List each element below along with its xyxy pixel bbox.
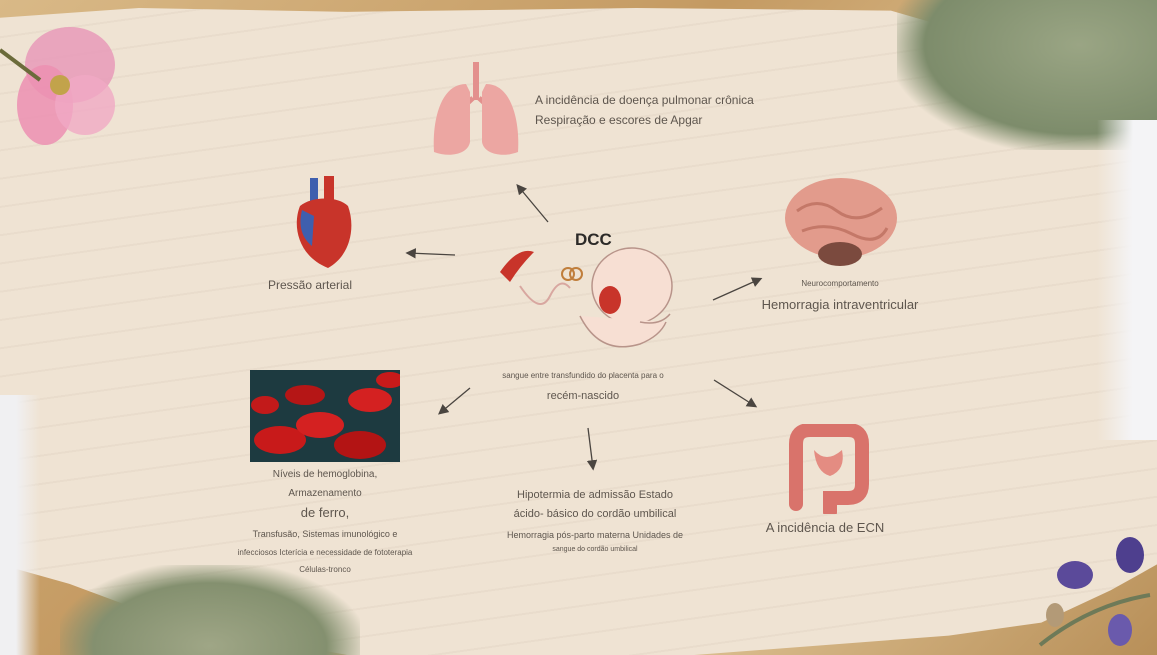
blood-text-line5: infecciosos Icterícia e necessidade de f… (180, 548, 470, 557)
diagram-title: DCC (575, 230, 612, 250)
brain-small-label: Neurocomportamento (740, 279, 940, 288)
hypothermia-text-line1: Hipotermia de admissão Estado (470, 489, 720, 501)
blood-text-line3: de ferro, (200, 505, 450, 520)
heart-label: Pressão arterial (240, 278, 380, 292)
hypothermia-text-line3: Hemorragia pós-parto materna Unidades de (460, 530, 730, 540)
blood-text-line6: Células-tronco (200, 565, 450, 574)
center-caption-line1: sangue entre transfundido do placenta pa… (468, 371, 698, 380)
hypothermia-text-line2: ácido- básico do cordão umbilical (470, 508, 720, 520)
brain-label: Hemorragia intraventricular (730, 297, 950, 312)
lungs-text-line1: A incidência de doença pulmonar crônica (535, 93, 754, 107)
blood-text-line2: Armazenamento (200, 488, 450, 499)
intestine-label: A incidência de ECN (745, 520, 905, 535)
blood-text-line4: Transfusão, Sistemas imunológico e (200, 529, 450, 539)
blood-text-line1: Níveis de hemoglobina, (200, 469, 450, 480)
hypothermia-text-line4: sangue do cordão umbilical (470, 546, 720, 553)
lungs-text-line2: Respiração e escores de Apgar (535, 113, 702, 127)
center-caption-line2: recém-nascido (468, 390, 698, 402)
